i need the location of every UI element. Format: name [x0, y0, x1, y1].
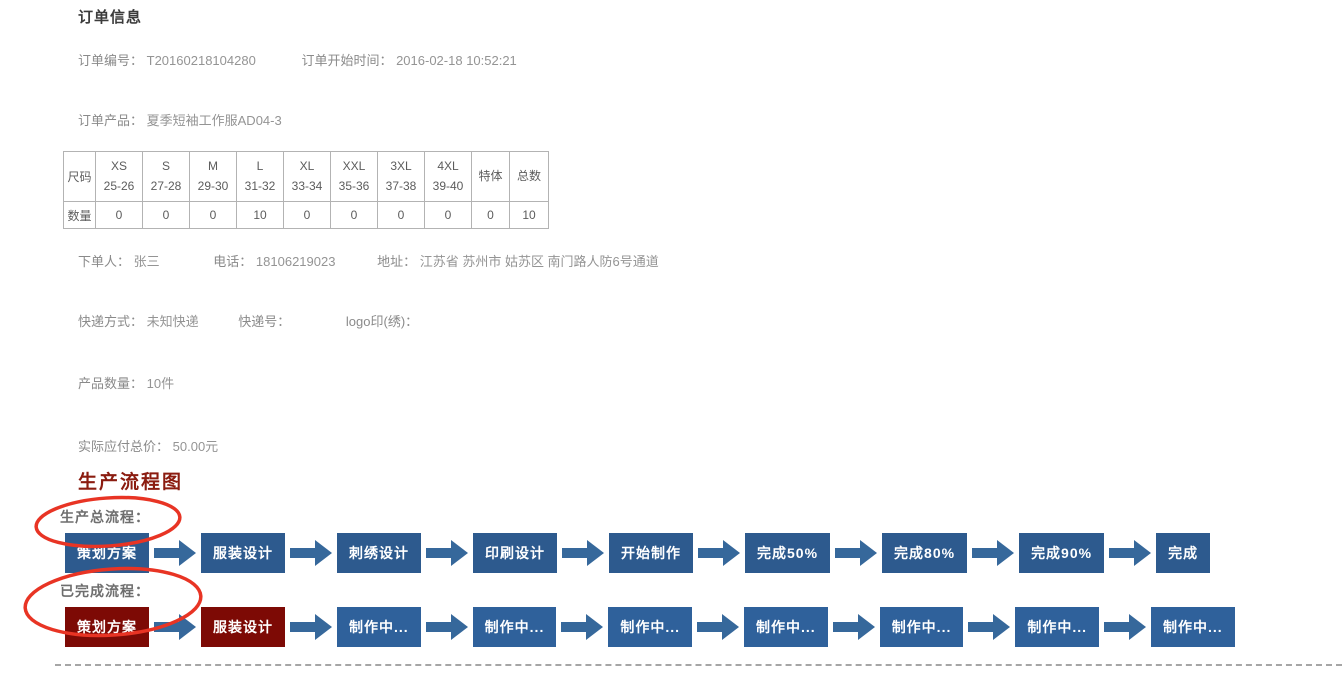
arrow-right-icon: [290, 540, 332, 566]
flow-step-overall-3: 刺绣设计: [337, 533, 421, 573]
arrow-right-icon: [154, 540, 196, 566]
quantity-label: 产品数量：: [78, 376, 144, 391]
qty-cell-3xl: 0: [377, 201, 425, 229]
arrow-right-icon: [698, 540, 740, 566]
qty-cell-s: 0: [142, 201, 190, 229]
express-method-value: 未知快递: [146, 314, 199, 329]
buyer-value: 张三: [133, 254, 160, 269]
overall-flow-label: 生产总流程：: [60, 509, 150, 525]
size-header-cell: 尺码: [63, 151, 96, 202]
logo-print-label: logo印(绣)：: [345, 314, 419, 329]
flow-step-overall-5: 开始制作: [609, 533, 693, 573]
arrow-right-icon: [561, 614, 604, 640]
arrow-right-icon: [968, 614, 1011, 640]
arrow-right-icon: [154, 614, 196, 640]
order-product-line: 订单产品： 夏季短袖工作服AD04-3: [78, 110, 282, 129]
flow-row-overall: 策划方案 服装设计 刺绣设计 印刷设计 开始制作 完成50% 完成80% 完成9…: [65, 533, 1211, 573]
arrow-right-icon: [835, 540, 878, 566]
order-number-label: 订单编号：: [78, 53, 144, 68]
qty-cell-l: 10: [236, 201, 284, 229]
size-col-special: 特体: [471, 151, 510, 202]
arrow-right-icon: [562, 540, 604, 566]
flow-step-completed-6: 制作中...: [744, 607, 828, 647]
size-table-qty-row: 数量 0 0 0 10 0 0 0 0 0 10: [63, 201, 549, 229]
express-line: 快递方式： 未知快递 快递号： logo印(绣)：: [78, 311, 418, 330]
flow-row-completed: 策划方案 服装设计 制作中... 制作中... 制作中... 制作中... 制作…: [65, 607, 1235, 647]
qty-cell-xs: 0: [95, 201, 143, 229]
flow-step-completed-9: 制作中...: [1151, 607, 1235, 647]
arrow-right-icon: [1104, 614, 1147, 640]
express-method-label: 快递方式：: [78, 314, 144, 329]
flow-step-completed-5: 制作中...: [608, 607, 693, 647]
arrow-right-icon: [832, 614, 875, 640]
phone-label: 电话：: [213, 254, 253, 269]
quantity-value: 10件: [146, 376, 175, 391]
flow-step-overall-2: 服装设计: [201, 533, 285, 573]
arrow-right-icon: [972, 540, 1015, 566]
bottom-dashed-divider: [55, 664, 1342, 666]
flow-chart-heading: 生产流程图: [78, 472, 184, 493]
flow-step-overall-7: 完成80%: [882, 533, 968, 573]
buyer-line: 下单人： 张三 电话： 18106219023 地址： 江苏省 苏州市 姑苏区 …: [78, 251, 659, 270]
order-number-line: 订单编号： T20160218104280 订单开始时间： 2016-02-18…: [78, 50, 517, 69]
page-title: 订单信息: [78, 9, 143, 26]
qty-cell-m: 0: [189, 201, 237, 229]
qty-cell-4xl: 0: [424, 201, 472, 229]
order-product-label: 订单产品：: [78, 113, 144, 128]
arrow-right-icon: [290, 614, 332, 640]
flow-step-overall-4: 印刷设计: [473, 533, 557, 573]
flow-step-completed-4: 制作中...: [472, 607, 557, 647]
flow-step-overall-6: 完成50%: [745, 533, 831, 573]
quantity-line: 产品数量： 10件: [78, 373, 174, 392]
flow-step-overall-9: 完成: [1156, 533, 1211, 573]
arrow-right-icon: [1109, 540, 1152, 566]
address-value: 江苏省 苏州市 姑苏区 南门路人防6号通道: [419, 254, 659, 269]
total-price-line: 实际应付总价： 50.00元: [78, 436, 218, 455]
order-start-time-value: 2016-02-18 10:52:21: [396, 53, 517, 68]
order-number-value: T20160218104280: [146, 53, 256, 68]
total-price-label: 实际应付总价：: [78, 439, 170, 454]
flow-step-completed-1: 策划方案: [65, 607, 149, 647]
flow-step-completed-2: 服装设计: [201, 607, 285, 647]
order-start-time-label: 订单开始时间：: [301, 53, 393, 68]
qty-cell-xxl: 0: [330, 201, 378, 229]
qty-cell-special: 0: [471, 201, 510, 229]
address-label: 地址：: [377, 254, 417, 269]
phone-value: 18106219023: [255, 254, 336, 269]
size-col-total: 总数: [509, 151, 549, 202]
flow-step-overall-1: 策划方案: [65, 533, 149, 573]
arrow-right-icon: [425, 614, 468, 640]
arrow-right-icon: [697, 614, 740, 640]
flow-step-completed-3: 制作中...: [337, 607, 421, 647]
order-product-value: 夏季短袖工作服AD04-3: [146, 113, 282, 128]
total-price-value: 50.00元: [172, 439, 219, 454]
arrow-right-icon: [426, 540, 468, 566]
flow-step-completed-8: 制作中...: [1015, 607, 1100, 647]
qty-header-cell: 数量: [63, 201, 96, 229]
buyer-label: 下单人：: [78, 254, 131, 269]
flow-step-completed-7: 制作中...: [879, 607, 964, 647]
tracking-number-label: 快递号：: [238, 314, 291, 329]
completed-flow-label: 已完成流程：: [60, 583, 150, 599]
flow-step-overall-8: 完成90%: [1019, 533, 1105, 573]
qty-cell-total: 10: [509, 201, 549, 229]
qty-cell-xl: 0: [283, 201, 331, 229]
